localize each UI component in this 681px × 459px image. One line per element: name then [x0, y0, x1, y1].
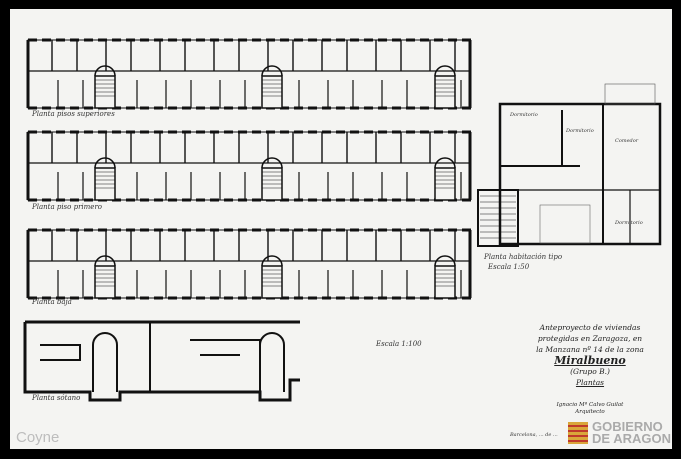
label-upper-floors: Planta pisos superiores — [32, 110, 115, 118]
basement-wall — [23, 320, 300, 402]
bathroom-tiles — [539, 204, 591, 244]
stair-curve — [261, 157, 283, 169]
stair-curve — [94, 65, 116, 77]
detail-outline — [498, 102, 662, 246]
stair-curve — [94, 255, 116, 267]
watermark-line: GOBIERNO — [592, 419, 663, 434]
room-label: Comedor — [615, 138, 639, 144]
label-ground-floor: Planta baja — [32, 298, 72, 306]
sheet-title: Plantas — [575, 378, 605, 387]
scale-main: Escala 1:100 — [376, 340, 422, 348]
title-line: la Manzana nº 14 de la zona — [536, 345, 644, 354]
title-block: Anteproyecto de viviendas protegidas en … — [520, 322, 660, 416]
title-line: protegidas en Zaragoza, en — [537, 334, 643, 343]
watermark-line: DE ARAGON — [592, 431, 671, 446]
place-date: Barcelona, ... de ... — [510, 432, 558, 438]
architect-name: Ignacio Mª Calvo Guilat — [556, 402, 624, 408]
stair-curve — [434, 255, 456, 267]
stair-core — [477, 189, 519, 247]
room-label: Dormitorio — [615, 220, 643, 226]
stair-curve — [261, 255, 283, 267]
label-first-floor: Planta piso primero — [32, 203, 102, 211]
detail-label: Planta habitación tipo — [484, 253, 563, 261]
watermark-coyne: Coyne — [16, 429, 60, 446]
stair-curve — [434, 157, 456, 169]
stair-curve — [434, 65, 456, 77]
label-basement: Planta sótano — [32, 394, 81, 402]
aragon-flag-icon — [568, 422, 588, 444]
architect-role: Arquitecto — [575, 409, 605, 415]
room-label: Dormitorio — [510, 112, 538, 118]
stair-curve — [94, 157, 116, 169]
detail-scale: Escala 1:50 — [488, 263, 530, 271]
stair-core — [259, 332, 285, 392]
basement-partition — [40, 322, 261, 392]
stair-core — [92, 332, 118, 392]
balcony — [604, 83, 656, 105]
project-group: (Grupo B.) — [570, 367, 610, 376]
room-label: Dormitorio — [566, 128, 594, 134]
project-name: Miralbueno — [554, 354, 626, 367]
stair-curve — [261, 65, 283, 77]
title-line: Anteproyecto de viviendas — [539, 323, 641, 332]
